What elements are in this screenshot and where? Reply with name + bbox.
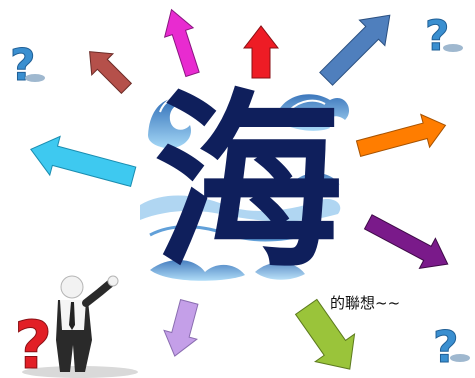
question-mark-icon: ?	[433, 322, 470, 374]
question-mark-icon: ?	[10, 40, 45, 92]
wave-icon	[140, 94, 350, 281]
svg-text:?: ?	[10, 40, 36, 91]
svg-text:?: ?	[425, 11, 449, 60]
arrow-down-green	[294, 298, 356, 370]
arrow-up-red	[242, 25, 280, 79]
central-character: 海	[152, 71, 343, 294]
arrow-down-right-purple	[363, 214, 449, 269]
arrow-up-right-steelblue	[319, 14, 391, 86]
arrow-right-orange	[355, 113, 447, 157]
arrow-up-left-brown	[89, 51, 133, 95]
caption-text: 的聯想~~	[330, 294, 401, 312]
arrow-up-magenta	[163, 8, 200, 78]
svg-text:?: ?	[14, 307, 52, 378]
question-mark-icon: ?	[425, 11, 463, 61]
arrow-down-lavender	[163, 299, 199, 357]
svg-text:?: ?	[433, 322, 459, 373]
thinking-man-icon: ?	[14, 275, 138, 378]
arrow-left-cyan	[30, 135, 137, 187]
